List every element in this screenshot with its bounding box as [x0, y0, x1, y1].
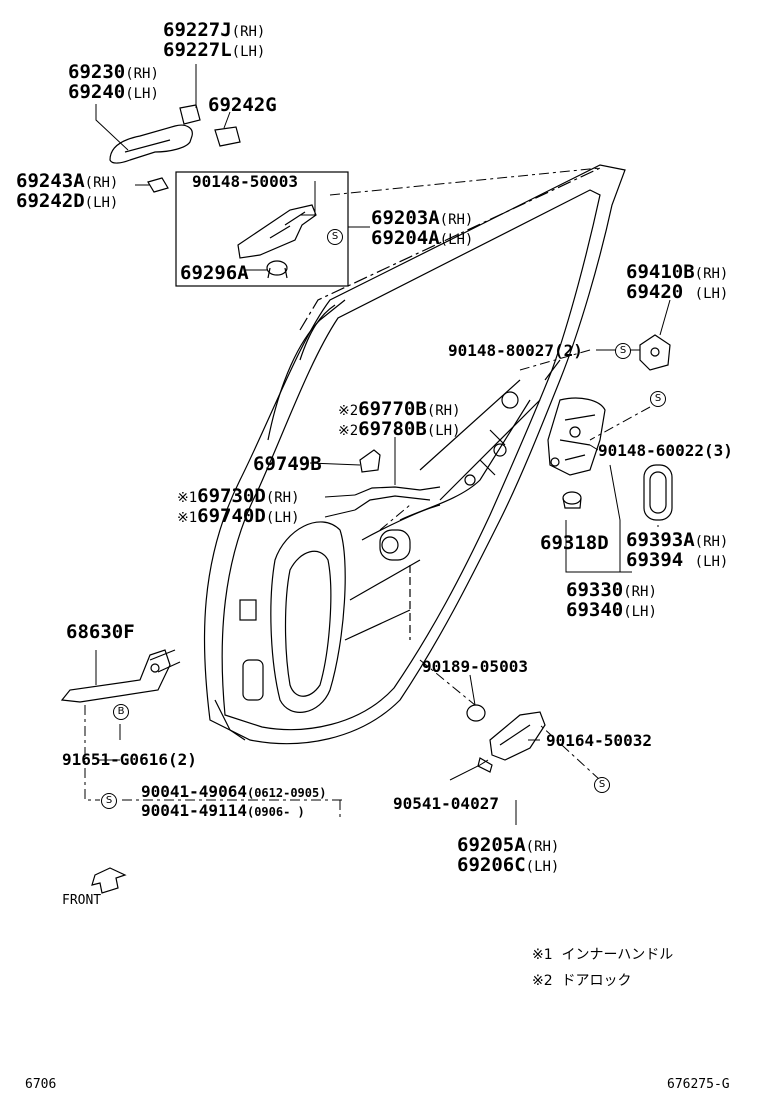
label-69410b: 69410B(RH)	[626, 261, 729, 283]
label-69740d: ※169740D(LH)	[177, 505, 300, 527]
screw-s-marker: S	[650, 391, 666, 407]
front-arrow-icon	[91, 867, 127, 894]
label-69420: 69420 (LH)	[626, 281, 729, 303]
door-panel	[203, 164, 626, 745]
label-90189-05003: 90189-05003	[422, 657, 528, 676]
door-lock-assembly	[547, 397, 606, 509]
label-69394: 69394 (LH)	[626, 549, 729, 571]
label-91651-g0616: 91651-G0616(2)	[62, 750, 197, 769]
note-1: ※1 インナーハンドル	[532, 947, 674, 963]
screw-s-marker: S	[327, 229, 343, 245]
label-90148-50003: 90148-50003	[192, 172, 298, 191]
label-69203a: 69203A(RH)	[371, 207, 474, 229]
label-69340: 69340(LH)	[566, 599, 657, 621]
note-2: ※2 ドアロック	[532, 973, 632, 989]
handle-frame	[237, 204, 317, 279]
label-90541-04027: 90541-04027	[393, 794, 499, 813]
label-69296a: 69296A	[180, 262, 249, 284]
label-69730d: ※169730D(RH)	[177, 485, 300, 507]
footer-right-code: 676275-G	[667, 1077, 730, 1092]
screw-s-marker: S	[101, 793, 117, 809]
label-69227j: 69227J(RH)	[163, 19, 266, 41]
label-90148-60022: 90148-60022(3)	[598, 441, 733, 460]
leader-lines	[95, 64, 671, 825]
screw-s-marker: S	[615, 343, 631, 359]
label-69227l: 69227L(LH)	[163, 39, 266, 61]
label-69242g: 69242G	[208, 94, 277, 116]
bolt-b-marker: B	[113, 704, 129, 720]
outside-handle	[109, 104, 241, 193]
label-69393a: 69393A(RH)	[626, 529, 729, 551]
door-check	[60, 649, 181, 703]
door-lock-striker	[639, 334, 671, 371]
handle-frame-box	[175, 171, 349, 287]
label-69780b: ※269780B(LH)	[338, 418, 461, 440]
front-label: FRONT	[62, 893, 102, 908]
screw-s-marker: S	[594, 777, 610, 793]
guide-lines	[84, 167, 651, 818]
label-69330: 69330(RH)	[566, 579, 657, 601]
label-69204a: 69204A(LH)	[371, 227, 474, 249]
label-90164-50032: 90164-50032	[546, 731, 652, 750]
footer-left-code: 6706	[25, 1077, 57, 1092]
label-69318d: 69318D	[540, 532, 609, 554]
label-68630f: 68630F	[66, 621, 135, 643]
label-90148-80027: 90148-80027(2)	[448, 341, 583, 360]
label-69749b: 69749B	[253, 453, 322, 475]
label-90041-49064: 90041-49064(0612-0905)	[141, 782, 327, 801]
lock-cover	[643, 464, 673, 521]
label-69206c: 69206C(LH)	[457, 854, 560, 876]
label-69230: 69230(RH)	[68, 61, 159, 83]
label-90041-49114: 90041-49114(0906- )	[141, 801, 305, 820]
label-69243a: 69243A(RH)	[16, 170, 119, 192]
lock-cables	[354, 449, 441, 511]
label-69205a: 69205A(RH)	[457, 834, 560, 856]
label-69240: 69240(LH)	[68, 81, 159, 103]
label-69770b: ※269770B(RH)	[338, 398, 461, 420]
inside-handle	[466, 704, 546, 773]
label-69242d: 69242D(LH)	[16, 190, 119, 212]
